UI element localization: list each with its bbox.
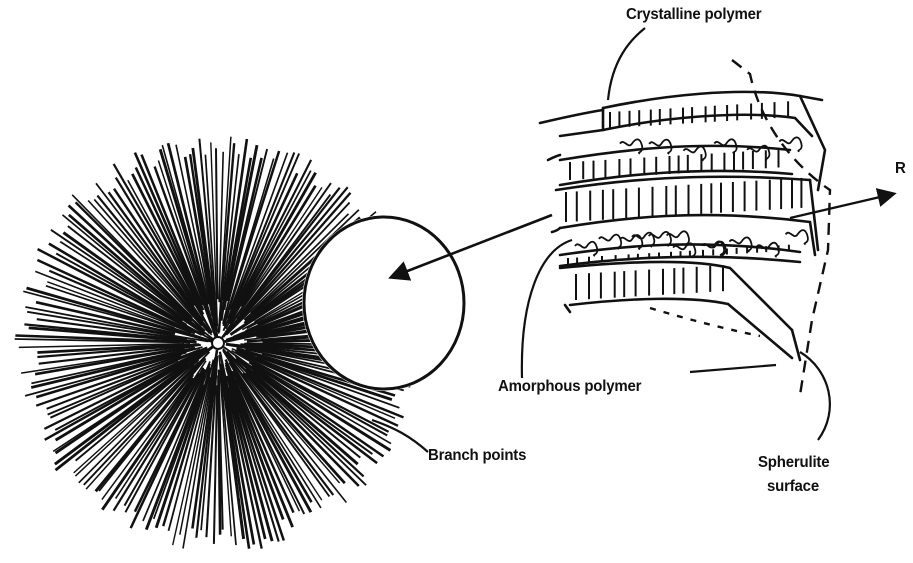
amorphous-chains	[575, 137, 808, 257]
crystalline-leader	[608, 28, 645, 100]
label-surface: surface	[767, 478, 819, 496]
amorphous-chain	[786, 230, 808, 244]
lamellae-stack	[540, 92, 825, 360]
fibril	[218, 375, 220, 534]
magnified-region-circle	[304, 217, 464, 389]
amorphous-leader	[522, 240, 572, 378]
radius-arrow	[790, 194, 893, 218]
label-amorphous-polymer: Amorphous polymer	[498, 378, 641, 396]
label-spherulite: Spherulite	[758, 454, 829, 472]
branch-leader	[372, 420, 428, 452]
amorphous-chain	[575, 242, 597, 256]
label-branch-points: Branch points	[428, 447, 526, 465]
amorphous-leader-right	[690, 365, 776, 372]
spherulite-surface-outline-lower	[650, 308, 760, 336]
spherulite-nucleus	[212, 337, 224, 349]
label-radius: R	[895, 160, 906, 178]
label-crystalline-polymer: Crystalline polymer	[626, 6, 761, 24]
